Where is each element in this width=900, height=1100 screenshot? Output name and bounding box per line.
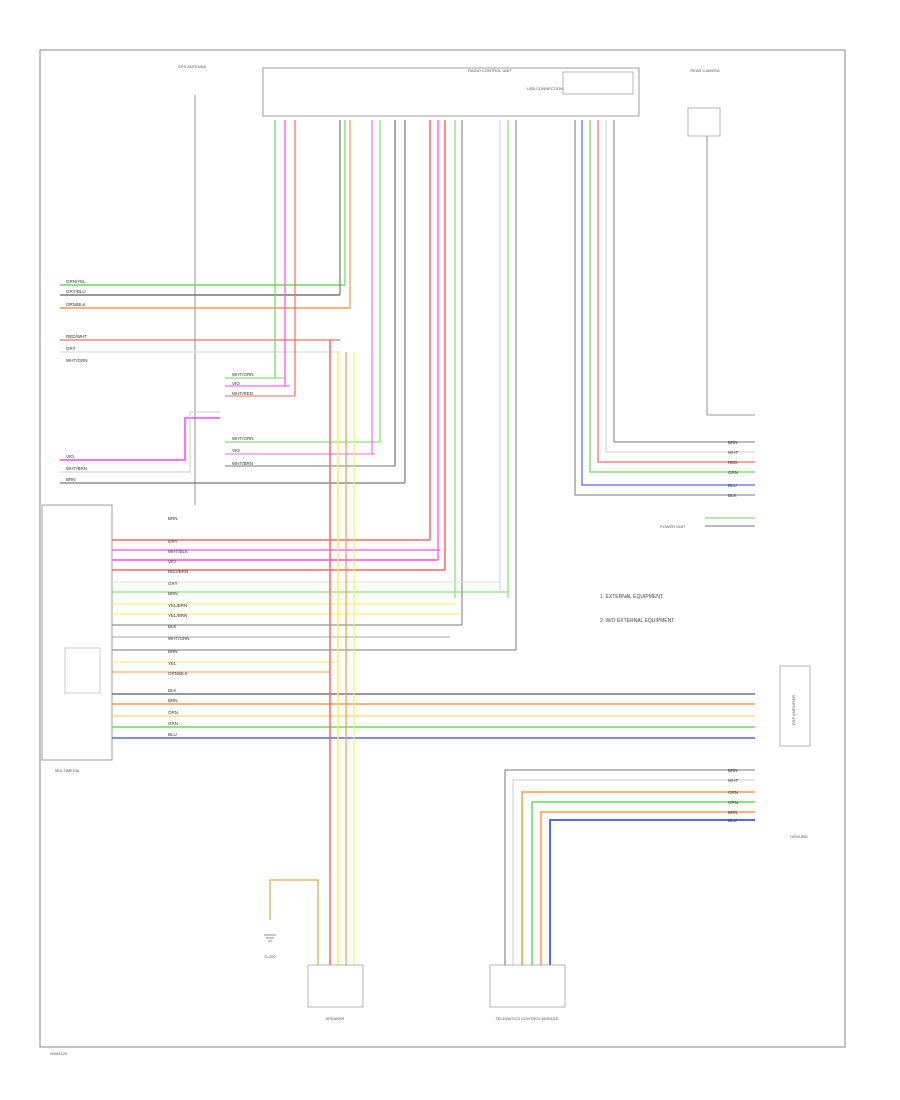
telematics-label: TELEMATICS CONTROL MODULE (495, 1016, 559, 1021)
dsp-label: DSP AMPLIFIER (791, 695, 796, 725)
svg-text:BLU: BLU (168, 732, 177, 737)
svg-text:GRN: GRN (168, 721, 178, 726)
svg-text:VIO: VIO (232, 448, 240, 453)
speaker-harness (269, 340, 355, 965)
speaker-label: SPEAKER (326, 1016, 345, 1021)
svg-text:GRN/YEL: GRN/YEL (66, 279, 86, 284)
multimedia-label: MULTIMEDIA (55, 768, 80, 773)
svg-text:BLU: BLU (728, 818, 737, 823)
svg-text:GRY: GRY (66, 346, 76, 351)
svg-text:GRN: GRN (728, 470, 738, 475)
svg-text:BRN: BRN (168, 516, 178, 521)
speaker-box (307, 964, 364, 1008)
svg-text:BRN: BRN (168, 698, 178, 703)
svg-text:BLK: BLK (728, 493, 737, 498)
svg-text:ORN: ORN (728, 790, 738, 795)
svg-text:WHT: WHT (728, 778, 738, 783)
svg-text:GRY: GRY (168, 539, 178, 544)
dsp-box (779, 665, 811, 747)
gateway-box (562, 71, 634, 95)
svg-text:ORN/BLK: ORN/BLK (66, 302, 86, 307)
footer-code: W004120 (50, 1051, 68, 1056)
svg-text:BRN: BRN (168, 649, 178, 654)
ground-icon (264, 934, 276, 942)
svg-text:ORN/BLK: ORN/BLK (168, 671, 188, 676)
svg-text:ORN: ORN (168, 710, 178, 715)
svg-text:BRN: BRN (728, 810, 738, 815)
multimedia-inner-box (64, 647, 101, 694)
telematics-harness (504, 769, 755, 965)
note-1: 1: EXTERNAL EQUIPMENT (600, 594, 663, 600)
svg-text:BRN: BRN (728, 768, 738, 773)
svg-text:VIO: VIO (168, 559, 176, 564)
svg-text:WHT/BRN: WHT/BRN (232, 461, 253, 466)
svg-text:RED: RED (728, 460, 738, 465)
gateway-label: USB CONNECTION (527, 86, 563, 91)
svg-text:BRN: BRN (728, 440, 738, 445)
svg-text:WHT/GRN: WHT/GRN (232, 372, 254, 377)
svg-text:RED/BRN: RED/BRN (168, 569, 188, 574)
svg-text:VIO: VIO (232, 381, 240, 386)
gps-antenna-label: GPS ANTENNA (178, 64, 207, 69)
note-2: 2: W/O EXTERNAL EQUIPMENT (600, 618, 674, 624)
svg-text:VIO: VIO (66, 454, 74, 459)
rear-camera-label: REAR CAMERA (690, 68, 720, 73)
svg-text:BLK: BLK (168, 624, 177, 629)
svg-text:YEL/BRN: YEL/BRN (168, 613, 187, 618)
ground-right-label: GROUND (790, 834, 808, 839)
svg-text:WHT: WHT (728, 450, 738, 455)
svg-text:WHT/GRN: WHT/GRN (232, 436, 254, 441)
svg-text:WHT/GRN: WHT/GRN (66, 358, 88, 363)
multimedia-box (41, 504, 113, 761)
diagram-border (39, 49, 846, 1048)
control-unit-label: RADIO CONTROL UNIT (468, 68, 512, 73)
rear-camera-box (687, 107, 721, 137)
svg-text:BLK: BLK (168, 688, 177, 693)
bus-lines (112, 693, 755, 739)
svg-text:YEL: YEL (168, 661, 177, 666)
telematics-box (489, 964, 566, 1008)
rear-camera-wire (706, 136, 755, 416)
control-unit-box (262, 67, 640, 117)
svg-text:BRN: BRN (168, 591, 178, 596)
svg-text:GRY/BLU: GRY/BLU (66, 289, 86, 294)
svg-text:BRN: BRN (66, 477, 76, 482)
svg-text:GRY: GRY (168, 581, 178, 586)
svg-text:YEL/BRN: YEL/BRN (168, 603, 187, 608)
svg-text:WHT/BLK: WHT/BLK (168, 549, 188, 554)
svg-text:WHT/GRN: WHT/GRN (168, 636, 190, 641)
svg-text:WHT/BRN: WHT/BRN (66, 466, 87, 471)
svg-text:BLU: BLU (728, 483, 737, 488)
svg-text:WHT/RED: WHT/RED (232, 391, 254, 396)
power-unit-label: POWER UNIT (660, 524, 686, 529)
ground-label: G-200 (264, 954, 276, 959)
svg-text:GRN: GRN (728, 800, 738, 805)
svg-text:RED/WHT: RED/WHT (66, 334, 87, 339)
connector-rows (112, 539, 516, 673)
